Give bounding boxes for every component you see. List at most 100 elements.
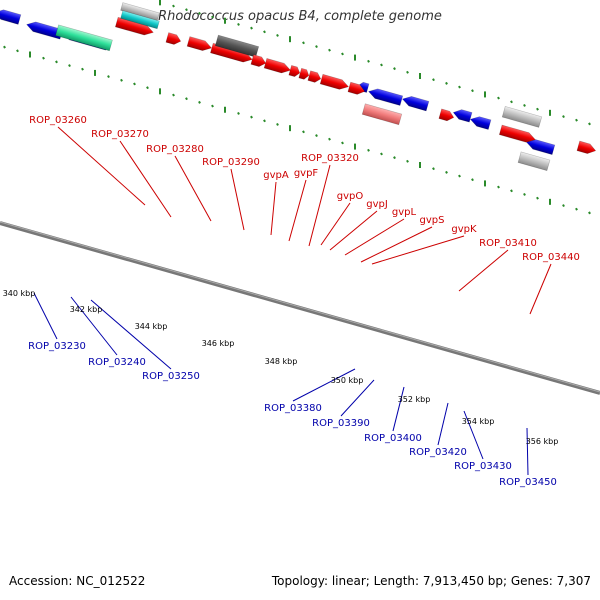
gene-arrow: [501, 106, 543, 128]
tick-mark: [263, 119, 266, 123]
tick-mark: [3, 45, 6, 49]
tick-mark: [445, 81, 448, 85]
tick-mark: [523, 193, 526, 196]
gene-label[interactable]: ROP_03380: [264, 403, 322, 414]
tick-mark: [497, 185, 500, 189]
gene-label[interactable]: ROP_03250: [142, 371, 200, 382]
tick-mark: [211, 15, 214, 19]
tick-mark: [562, 115, 565, 118]
gene-arrow: [361, 103, 403, 126]
tick-mark: [458, 174, 461, 178]
leader-line: [526, 427, 529, 476]
leader-line: [33, 292, 58, 340]
gene-arrow: [298, 67, 310, 80]
gene-arrow: [438, 108, 455, 122]
tick-mark: [588, 211, 591, 215]
gene-arrow: [186, 36, 213, 51]
gene-label[interactable]: ROP_03240: [88, 357, 146, 368]
gene-arrow: [576, 140, 597, 154]
tick-mark: [133, 82, 136, 86]
tick-mark: [536, 196, 539, 200]
gene-arrow: [452, 109, 473, 123]
tick-mark: [575, 207, 578, 211]
leader-line: [288, 179, 307, 242]
position-ticks: [3, 0, 591, 215]
tick-mark: [55, 60, 58, 64]
label-leader-lines: [33, 126, 552, 476]
leader-line: [57, 126, 146, 206]
scale-label: 340 kbp: [3, 289, 36, 298]
tick-mark: [341, 52, 344, 56]
tick-mark: [406, 159, 409, 163]
tick-mark: [172, 4, 175, 8]
gene-arrow: [368, 88, 404, 106]
gene-arrow: [469, 116, 492, 130]
gene-label[interactable]: ROP_03450: [499, 477, 557, 488]
tick-mark: [146, 86, 149, 90]
tick-mark: [107, 75, 110, 79]
gene-label[interactable]: ROP_03260: [29, 115, 87, 126]
gene-label[interactable]: ROP_03410: [479, 238, 537, 249]
leader-line: [437, 402, 449, 446]
scale-label: 348 kbp: [265, 357, 298, 366]
gene-arrow: [250, 54, 267, 67]
gene-label[interactable]: gvpF: [294, 168, 319, 179]
scale-label: 344 kbp: [135, 322, 168, 331]
gene-label[interactable]: ROP_03430: [454, 461, 512, 472]
genome-title: Rhodococcus opacus B4, complete genome: [158, 9, 442, 24]
tick-mark: [380, 152, 383, 156]
tick-mark: [250, 115, 253, 119]
tick-mark: [588, 122, 591, 126]
gene-arrow: [307, 70, 322, 83]
gene-arrow: [401, 96, 430, 112]
leader-line: [529, 263, 552, 315]
gene-arrow: [525, 139, 556, 155]
gene-label[interactable]: ROP_03420: [409, 447, 467, 458]
gene-label[interactable]: gvpJ: [366, 199, 388, 210]
tick-mark: [510, 189, 513, 193]
tick-mark: [250, 26, 253, 30]
gene-arrow: [498, 124, 536, 143]
gene-label[interactable]: gvpO: [337, 191, 364, 202]
leader-line: [458, 249, 509, 292]
leader-line: [340, 379, 375, 417]
gene-label[interactable]: ROP_03290: [202, 157, 260, 168]
gene-label[interactable]: gvpS: [420, 215, 445, 226]
gene-label[interactable]: gvpK: [451, 224, 477, 235]
scale-label: 350 kbp: [331, 376, 364, 385]
gene-label[interactable]: gvpL: [392, 207, 417, 218]
tick-mark: [315, 45, 318, 48]
leader-line: [119, 140, 172, 218]
gene-arrow: [120, 10, 160, 30]
gene-label[interactable]: ROP_03270: [91, 129, 149, 140]
gene-arrow: [165, 32, 182, 45]
gene-label[interactable]: ROP_03400: [364, 433, 422, 444]
tick-mark: [523, 104, 526, 107]
gene-arrow: [319, 73, 350, 90]
gene-label[interactable]: ROP_03440: [522, 252, 580, 263]
gene-label[interactable]: ROP_03320: [301, 153, 359, 164]
gene-label[interactable]: ROP_03230: [28, 341, 86, 352]
tick-mark: [315, 134, 318, 137]
tick-mark: [341, 141, 344, 145]
tick-mark: [432, 167, 435, 171]
gene-arrow: [517, 151, 551, 172]
tick-mark: [68, 64, 71, 67]
gene-label[interactable]: gvpA: [263, 170, 289, 181]
tick-mark: [380, 63, 383, 67]
tick-mark: [562, 204, 565, 207]
gene-label[interactable]: ROP_03390: [312, 418, 370, 429]
gene-label[interactable]: ROP_03280: [146, 144, 204, 155]
leader-line: [308, 164, 331, 247]
leader-line: [344, 218, 405, 256]
gene-arrow: [55, 24, 113, 52]
tick-mark: [367, 59, 370, 63]
tick-mark: [393, 67, 396, 71]
scale-label: 352 kbp: [398, 395, 431, 404]
leader-line: [392, 386, 405, 432]
tick-mark: [458, 85, 461, 89]
tick-mark: [237, 111, 240, 115]
tick-mark: [510, 100, 513, 104]
tick-mark: [302, 41, 305, 45]
